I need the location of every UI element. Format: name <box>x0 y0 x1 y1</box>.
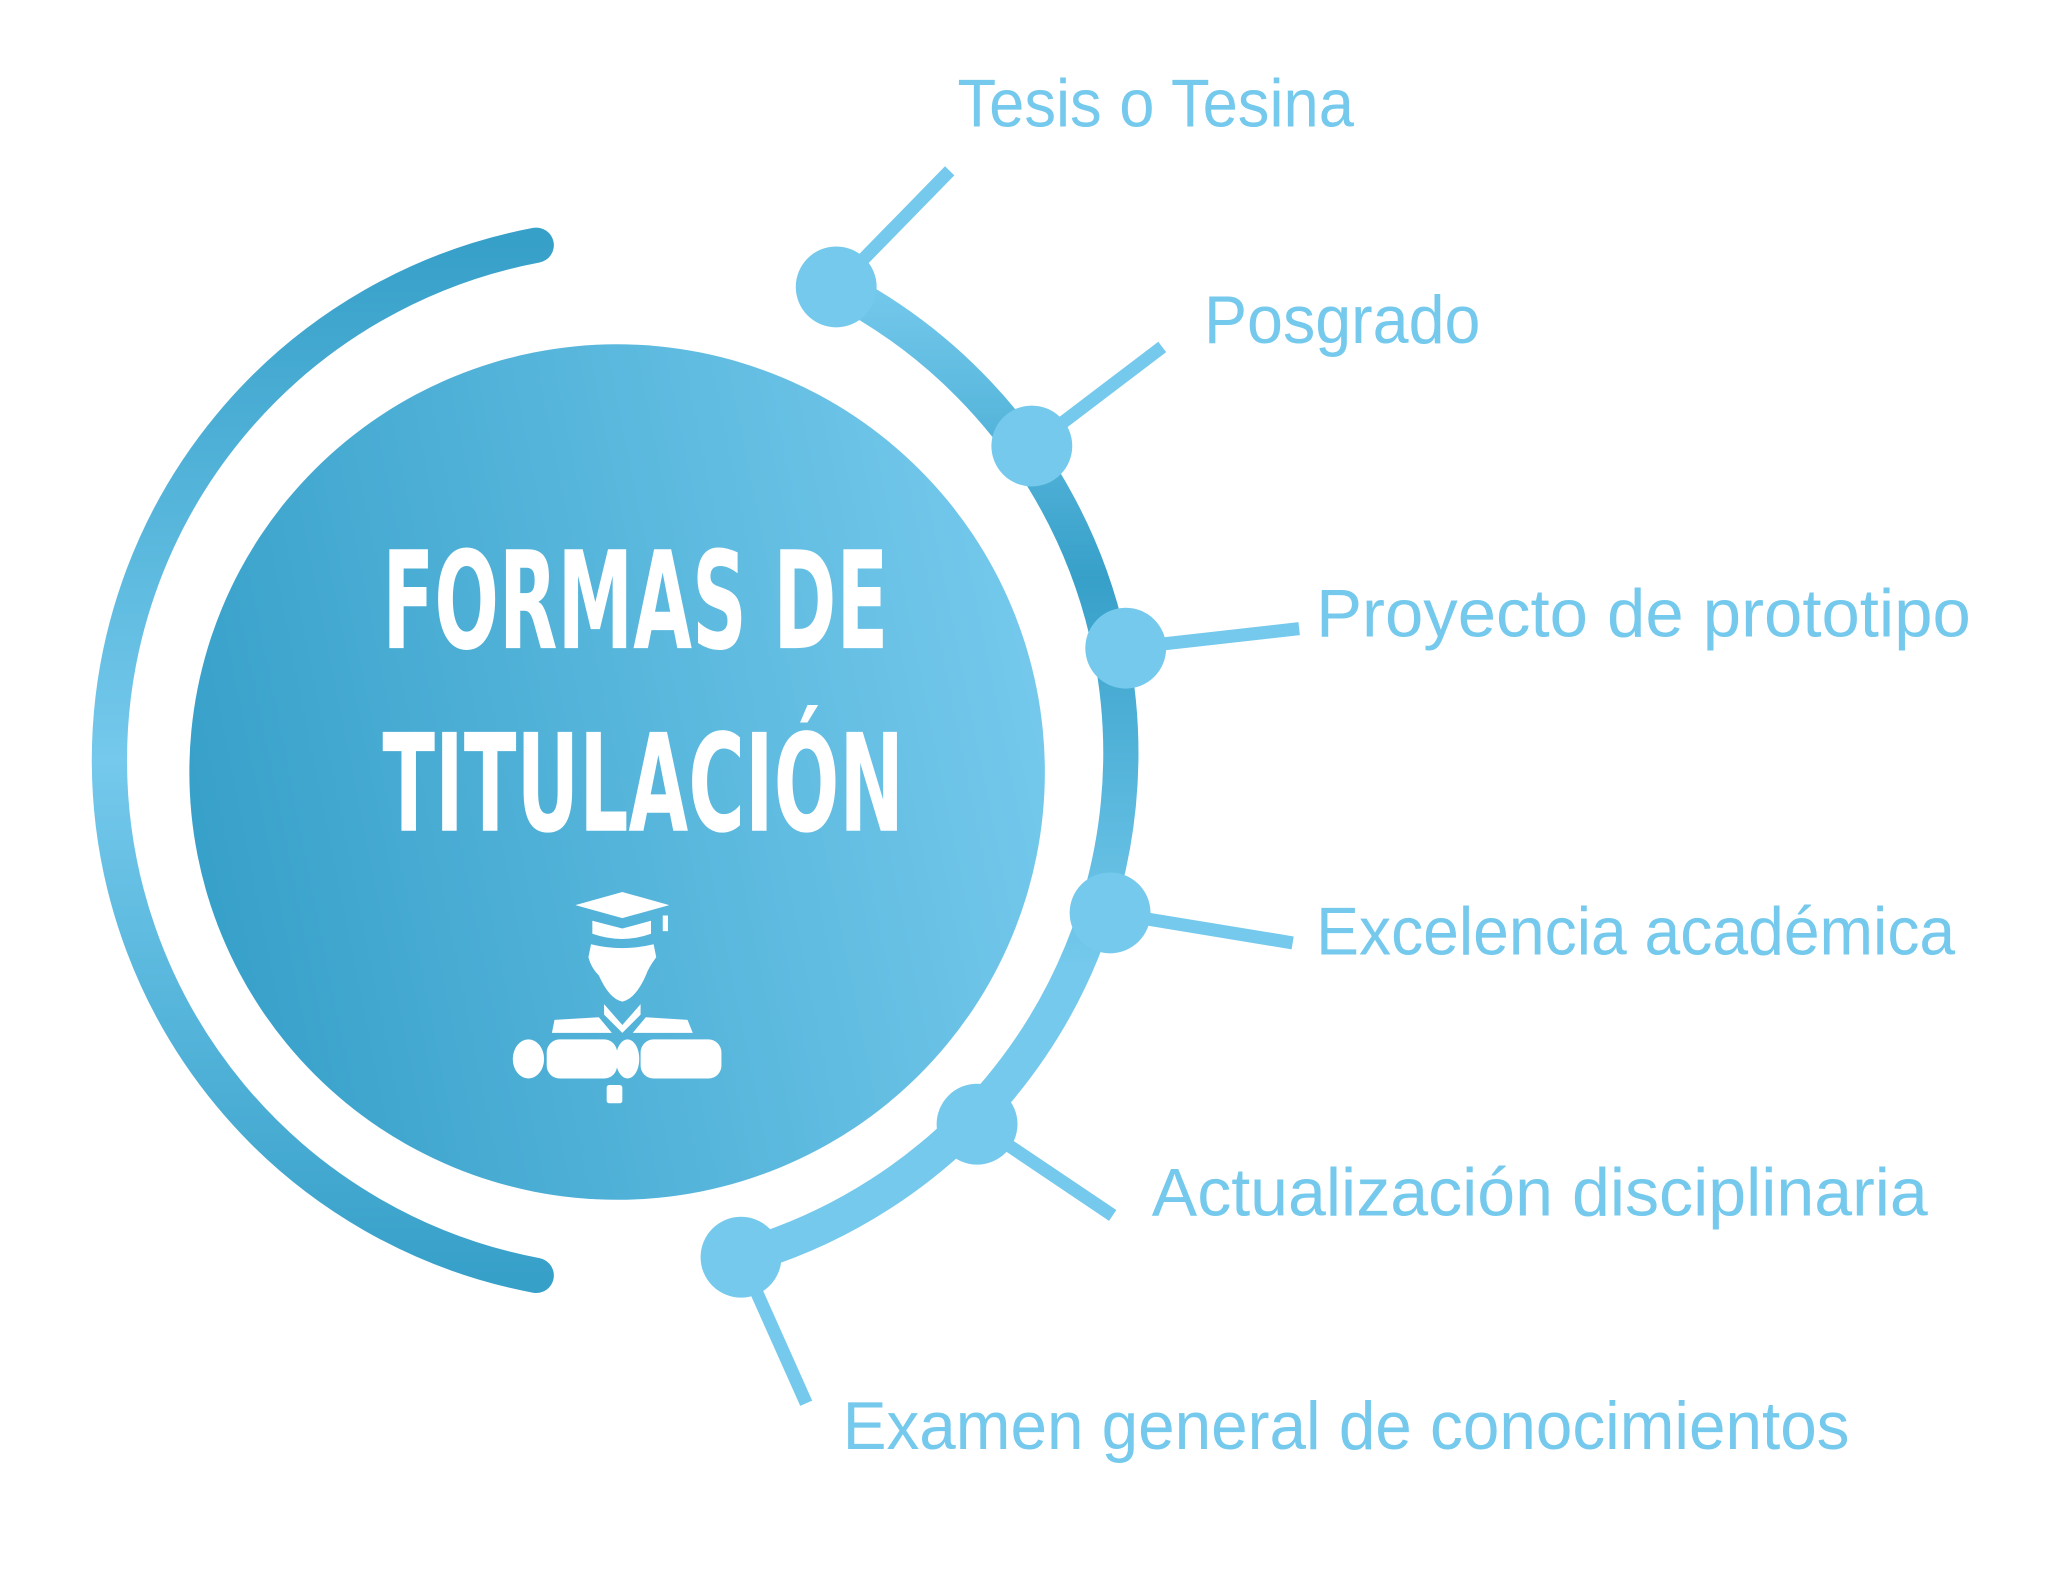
node-dot <box>936 1083 1018 1165</box>
option-label: Tesis o Tesina <box>957 67 1354 142</box>
right-arc <box>736 271 1139 1275</box>
left-arc <box>91 227 554 1294</box>
title-line-2: TITULACIÓN <box>382 705 904 863</box>
center-circle <box>189 344 1045 1200</box>
option-label: Actualización disciplinaria <box>1152 1155 1928 1230</box>
graduate-with-diplomas-icon <box>512 892 722 1104</box>
node-dot <box>1085 607 1167 689</box>
node-dots <box>700 246 1167 1298</box>
node-dot <box>700 1216 782 1298</box>
node-dot <box>1069 872 1151 954</box>
title-line-1: FORMAS DE <box>382 522 888 680</box>
option-label: Examen general de conocimientos <box>843 1389 1850 1464</box>
node-dot <box>795 246 877 328</box>
option-label: Excelencia académica <box>1316 895 1955 970</box>
option-label: Proyecto de prototipo <box>1316 576 1971 651</box>
option-label: Posgrado <box>1204 283 1480 358</box>
node-dot <box>991 405 1073 487</box>
